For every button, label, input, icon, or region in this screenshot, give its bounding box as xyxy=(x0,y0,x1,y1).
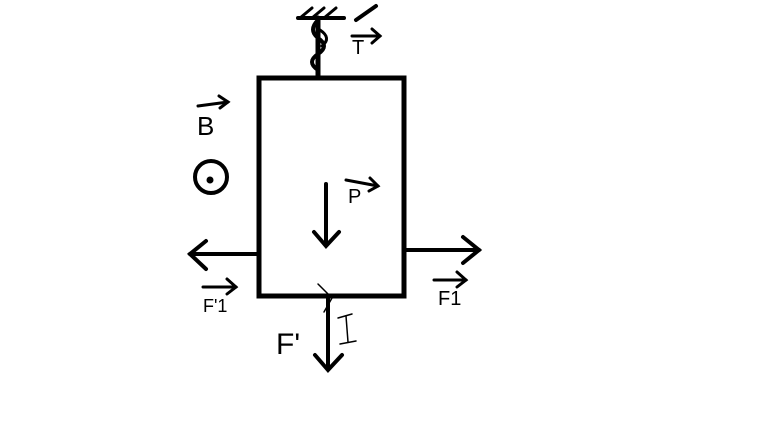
right-force-vector-arrow-icon xyxy=(432,270,469,289)
weight-label: P xyxy=(348,186,362,208)
tension-vector-arrow-icon xyxy=(350,27,383,45)
right-force-label: F1 xyxy=(438,288,462,310)
magnetic-field-label: B xyxy=(197,111,215,141)
bottom-force-label: F' xyxy=(276,328,301,361)
current-symbol xyxy=(337,313,357,345)
tension-label: T xyxy=(352,37,365,59)
bottom-force-arrow xyxy=(313,283,344,373)
weight-arrow xyxy=(312,182,341,250)
conductor-frame xyxy=(256,75,407,299)
left-force-vector-arrow-icon xyxy=(201,277,239,296)
field-vector-arrow-icon xyxy=(196,94,231,110)
weight-vector-arrow-icon xyxy=(344,176,381,193)
circle-dot-icon xyxy=(193,159,229,195)
left-force-arrow xyxy=(186,239,261,271)
right-force-arrow xyxy=(402,235,483,265)
spring-icon xyxy=(296,4,378,81)
left-force-label: F'1 xyxy=(203,296,228,316)
